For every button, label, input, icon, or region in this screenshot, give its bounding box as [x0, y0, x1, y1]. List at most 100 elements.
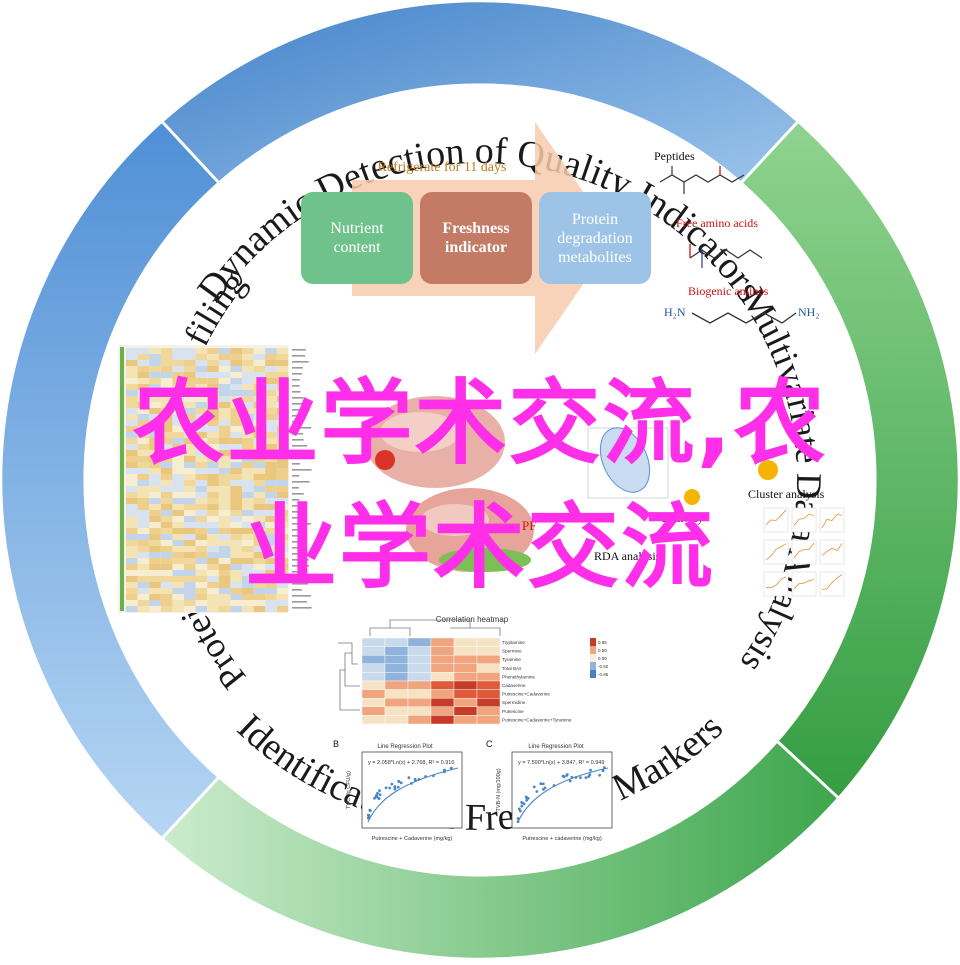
heatmap-cell: [195, 456, 208, 462]
mini-plot-line: [765, 509, 787, 526]
mini-plot-line: [793, 513, 815, 526]
heatmap-cell: [218, 522, 231, 528]
heatmap-cell: [265, 540, 277, 546]
plot-c-ylabel: TVB-N (mg/100g): [496, 768, 502, 811]
heatmap-cell: [207, 378, 219, 384]
heatmap-cell: [276, 540, 289, 546]
heatmap-cell: [149, 540, 161, 546]
heatmap-cell: [276, 510, 289, 516]
heatmap-cell: [126, 402, 138, 408]
color-scale-step: [590, 662, 596, 670]
heatmap-cell: [160, 468, 173, 474]
heatmap-cell: [276, 426, 289, 432]
heatmap-cell: [195, 486, 208, 492]
heatmap-cell: [207, 414, 219, 420]
heatmap-cell: [137, 498, 150, 504]
correlation-row-label: Putrescine+Cadaverine: [502, 692, 550, 697]
heatmap-cell: [160, 474, 173, 480]
heatmap-cell: [184, 582, 196, 588]
heatmap-cell: [184, 438, 196, 444]
cluster-analysis-label: Cluster analysis: [748, 487, 825, 501]
scatter-point: [598, 773, 602, 777]
heatmap-cell: [149, 588, 161, 594]
heatmap-cell: [242, 378, 254, 384]
heatmap-cell: [137, 594, 150, 600]
heatmap-cell: [265, 534, 277, 540]
heatmap-cell: [218, 378, 231, 384]
heatmap-cell: [149, 390, 161, 396]
heatmap-row-label-mark: [292, 529, 301, 531]
heatmap-cell: [172, 378, 184, 384]
heatmap-cell: [242, 384, 254, 390]
heatmap-cell: [160, 498, 173, 504]
heatmap-cell: [126, 396, 138, 402]
heatmap-row-label-mark: [292, 445, 308, 447]
heatmap-cell: [126, 432, 138, 438]
correlation-cell: [476, 655, 501, 665]
heatmap-cell: [184, 444, 196, 450]
heatmap-cell: [230, 432, 242, 438]
heatmap-cell: [126, 450, 138, 456]
correlation-row-label: Putrescine: [502, 709, 524, 714]
heatmap-cell: [265, 510, 277, 516]
heatmap-cell: [126, 528, 138, 534]
heatmap-cell: [172, 516, 184, 522]
heatmap-cell: [126, 378, 138, 384]
mini-plot-line: [765, 543, 787, 561]
heatmap-cell: [195, 594, 208, 600]
heatmap-cell: [195, 468, 208, 474]
heatmap-cell: [253, 588, 266, 594]
scatter-point: [376, 791, 379, 795]
heatmap-cell: [160, 534, 173, 540]
heatmap-cell: [160, 570, 173, 576]
heatmap-cell: [172, 384, 184, 390]
heatmap-cell: [242, 504, 254, 510]
scatter-point: [552, 784, 556, 787]
heatmap-cell: [218, 558, 231, 564]
heatmap-cell: [172, 504, 184, 510]
heatmap-cell: [207, 528, 219, 534]
heatmap-cell: [149, 492, 161, 498]
heatmap-cell: [172, 366, 184, 372]
heatmap-cell: [137, 456, 150, 462]
heatmap-cell: [160, 504, 173, 510]
heatmap-row-label-mark: [292, 571, 308, 573]
heatmap-cell: [253, 570, 266, 576]
heatmap-cell: [160, 438, 173, 444]
heatmap-cell: [172, 576, 184, 582]
correlation-cell: [476, 672, 501, 682]
heatmap-row-label-mark: [292, 439, 304, 441]
heatmap-cell: [126, 438, 138, 444]
heatmap-cell: [242, 402, 254, 408]
scatter-point: [410, 781, 413, 785]
heatmap-cell: [242, 486, 254, 492]
heatmap-cell: [137, 504, 150, 510]
correlation-cell: [453, 655, 478, 665]
ring-segment-bottom: [119, 738, 841, 961]
heatmap-cell: [126, 510, 138, 516]
heatmap-cell: [184, 360, 196, 366]
heatmap-cell: [230, 528, 242, 534]
heatmap-cell: [253, 468, 266, 474]
correlation-cell: [361, 715, 386, 725]
heatmap-cell: [276, 384, 289, 390]
heatmap-row-labels: [292, 349, 312, 609]
heatmap-cell: [265, 462, 277, 468]
heatmap-cell: [230, 360, 242, 366]
dendrogram: [338, 619, 501, 711]
heatmap-cell: [126, 600, 138, 606]
heatmap-cell: [172, 552, 184, 558]
heatmap-cell: [230, 558, 242, 564]
heatmap-row-label-mark: [292, 361, 309, 363]
scatter-point: [377, 797, 381, 800]
heatmap-cell: [253, 564, 266, 570]
heatmap-cell: [253, 366, 266, 372]
mini-plot-line: [793, 579, 815, 589]
heatmap-cell: [253, 348, 266, 354]
heatmap-cell: [126, 588, 138, 594]
heatmap-cell: [184, 606, 196, 612]
heatmap-cell: [218, 516, 231, 522]
heatmap-cell: [207, 588, 219, 594]
correlation-cell: [453, 637, 478, 647]
